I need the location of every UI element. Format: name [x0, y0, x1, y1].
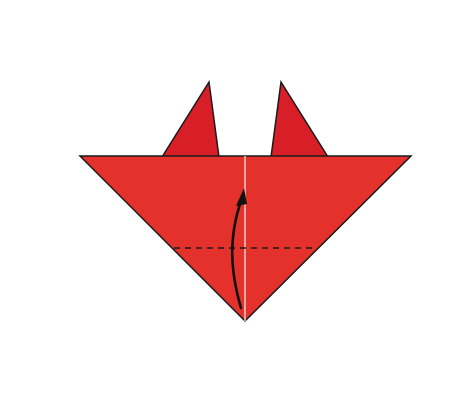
arrow-head-icon — [236, 188, 247, 206]
right-ear-flap — [270, 79, 330, 158]
fold-up-arrow — [230, 202, 243, 310]
left-ear-flap — [160, 79, 220, 158]
